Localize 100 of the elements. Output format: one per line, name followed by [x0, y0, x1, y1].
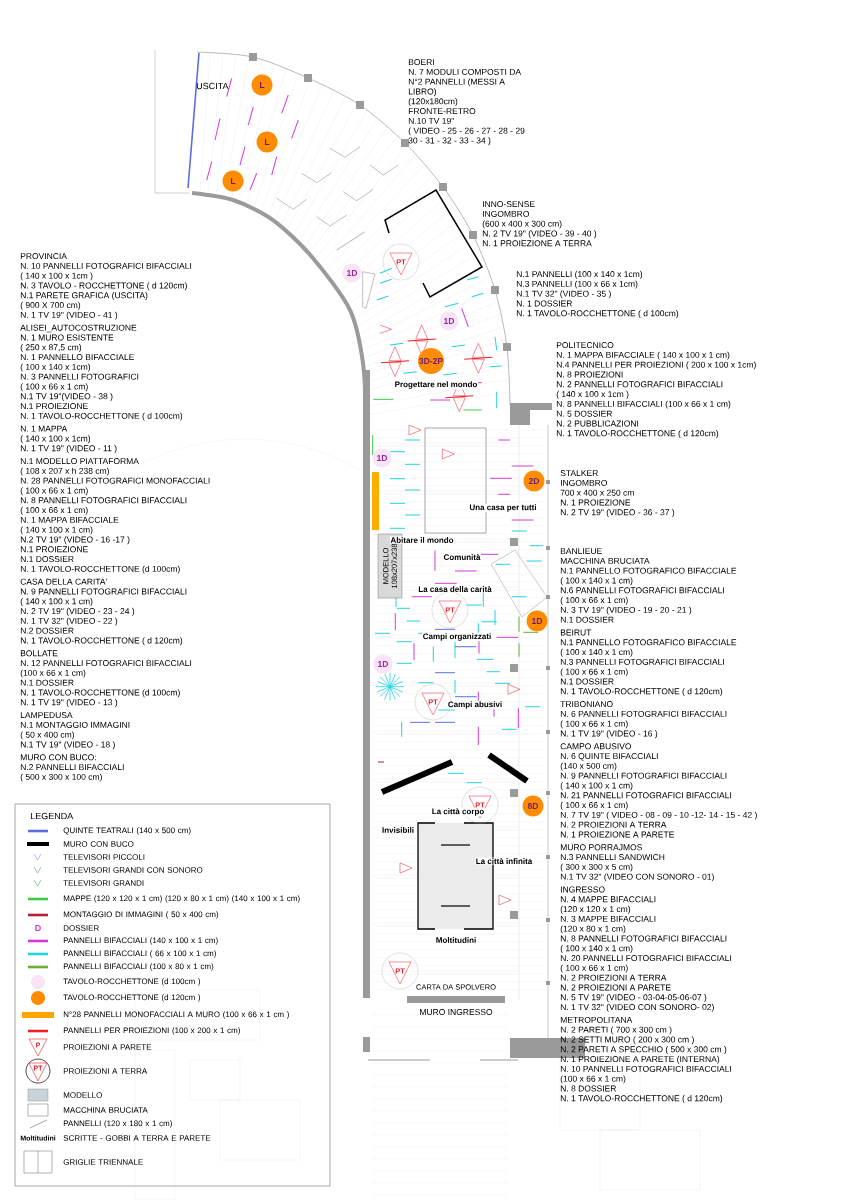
note-text: CAMPO ABUSIVO — [560, 743, 632, 750]
legend-text: MODELLO — [63, 1092, 102, 1098]
note-text: N.2 DOSSIER — [20, 627, 74, 634]
note-text: N.1 DOSSIER — [20, 556, 74, 563]
note-text: N. 5 TV 19" (VIDEO - 03-04-05-06-07 ) — [560, 994, 707, 1002]
legend-text: N°28 PANNELLI MONOFACCIALI A MURO (100 x 66 x 1 cm ) — [63, 1011, 289, 1019]
note-text: CASA DELLA CARITA' — [20, 578, 107, 585]
legend-text: PANNELLI (120 x 180 x 1 cm) — [63, 1120, 172, 1128]
legend-text: PANNELLI BIFACCIALI (140 x 100 x 1 cm) — [63, 937, 218, 945]
note-text: N.1 PROIEZIONE — [20, 546, 88, 553]
legend-text: PANNELLI BIFACCIALI (100 x 80 x 1 cm) — [63, 963, 214, 971]
note-text: N. 4 MAPPE BIFACCIALI — [560, 896, 656, 903]
note-text: N.1 PANNELLO FOTOGRAFICO BIFACCIALE — [560, 567, 737, 574]
note-text: LAMPEDUSA — [20, 712, 73, 719]
legend-text: MAPPE (120 x 120 x 1 cm) (120 x 80 x 1 cm) (140 x 100 x 1 cm) — [63, 895, 300, 903]
legend-text: TAVOLO-ROCCHETTONE (d 120cm ) — [63, 994, 201, 1002]
note-text: ( 108 x 207 x h 238 cm) — [20, 467, 109, 476]
room-label: Una casa per tutti — [468, 503, 538, 513]
note-text: ( 100 x 66 x 1 cm) — [560, 596, 628, 605]
note-text: N.1 DOSSIER — [20, 679, 74, 686]
note-text: ( 140 x 100 x 1 cm) — [560, 782, 633, 791]
note-text: ( VIDEO - 25 - 26 - 27 - 28 - 29 — [408, 127, 525, 136]
legend-text: MURO CON BUCO — [63, 841, 134, 847]
note-text: ( 100 x 66 x 1 cm) — [20, 487, 88, 496]
note-text: N.2 PANNELLI BIFACCIALI — [20, 764, 124, 771]
note-text: BEIRUT — [560, 629, 592, 636]
note-text: N. 1 TV 32" (VIDEO CON SONORO- 02) — [560, 1003, 714, 1012]
note-text: N. 1 TAVOLO-ROCCHETTONE ( d 120cm) — [560, 688, 723, 696]
note-text: ( 100 x 140 x 1cm) — [20, 363, 91, 372]
note-text: N. 3 MAPPE BIFACCIALI — [560, 915, 656, 922]
note-text: N.10 TV 19" — [408, 117, 454, 124]
legend-text: TAVOLO-ROCCHETTONE (d 100cm ) — [63, 978, 201, 986]
note-text: N.1 MONTAGGIO IMMAGINI — [20, 721, 130, 728]
note-text: INNO-SENSE — [483, 201, 535, 208]
note-text: N. 1 TAVOLO-ROCCHETTONE (d 100cm) — [20, 689, 180, 698]
note-text: ( 100 x 66 x 1 cm) — [20, 506, 88, 515]
note-text: BANLIEUE — [560, 548, 602, 555]
note-text: N. 6 PANNELLI FOTOGRAFICI BIFACCIALI — [560, 710, 727, 717]
note-text: INGOMBRO — [561, 479, 607, 486]
note-text: (120x180cm) — [408, 98, 458, 106]
note-text: (100 x 66 x 1 cm) — [560, 1075, 626, 1084]
note-text: N.1 DOSSIER — [560, 616, 614, 623]
note-text: N. 2 PARETI ( 700 x 300 cm ) — [560, 1026, 672, 1035]
note-text: N. 5 DOSSIER — [556, 410, 612, 417]
note-text: ( 100 x 140 x 1 cm) — [560, 648, 633, 657]
note-text: ( 140 x 100 x 1cm) — [20, 435, 91, 444]
note-text: N.3 PANNELLI FOTOGRAFICI BIFACCIALI — [560, 658, 724, 665]
note-text: ( 100 x 66 x 1 cm) — [560, 801, 628, 810]
note-text: METROPOLITANA — [560, 1016, 633, 1023]
note-text: ( 100 x 66 x 1 cm) — [560, 964, 628, 973]
note-text: N.1 MODELLO PIATTAFORMA — [20, 458, 139, 465]
note-text: N. 2 PROIEZIONI A TERRA — [560, 821, 667, 828]
note-text: N.2 TV 19" (VIDEO - 16 -17 ) — [20, 536, 130, 545]
note-text: N. 1 MAPPA BIFACCIALE ( 140 x 100 x 1 cm) — [556, 351, 730, 360]
note-text: N.1 PANNELLI (100 x 140 x 1cm) — [516, 270, 643, 279]
note-text: 30 - 31 - 32 - 33 - 34 ) — [408, 137, 491, 146]
note-text: MURO CON BUCO: — [20, 754, 96, 761]
room-label: Campi abusivi — [447, 700, 503, 710]
note-text: N. 7 MODULI COMPOSTI DA — [408, 68, 522, 75]
note-text: N. 8 PROIEZIONI — [556, 371, 623, 378]
note-text: (120 x 80 x 1 cm) — [560, 925, 626, 934]
note-text: N.1 TV 19"(VIDEO - 38 ) — [20, 393, 113, 401]
note-text: N. 2 TV 19" (VIDEO - 39 - 40 ) — [482, 230, 597, 239]
legend-text: TELEVISORI GRANDI CON SONORO — [63, 867, 203, 873]
note-text: N.1 PANNELLO FOTOGRAFICO BIFACCIALE — [560, 639, 737, 646]
note-text: ( 900 X 700 cm) — [20, 301, 81, 310]
legend-text: TELEVISORI PICCOLI — [63, 854, 145, 860]
note-text: N. 1 DOSSIER — [516, 300, 572, 307]
note-text: N. 2 TV 19" (VIDEO - 36 - 37 ) — [560, 509, 675, 517]
note-text: N. 3 TAVOLO - ROCCHETTONE ( d 120cm) — [20, 282, 187, 291]
note-text: N. 20 PANNELLI FOTOGRAFICI BIFACCIALI — [560, 955, 732, 962]
note-text: N. 1 TV 19" (VIDEO - 11 ) — [20, 445, 117, 453]
note-text: ( 500 x 300 x 100 cm) — [20, 773, 102, 782]
note-text: N. 1 TAVOLO-ROCCHETTONE ( d 120cm) — [560, 1095, 723, 1103]
note-text: N. 2 PROIEZIONI A TERRA — [560, 974, 667, 981]
note-text: BOERI — [408, 59, 434, 66]
note-text: N. 1 TAVOLO-ROCCHETTONE ( d 120cm) — [20, 637, 183, 646]
note-text: N. 2 PROIEZIONI A PARETE — [560, 984, 671, 991]
note-text: N. 1 MAPPA — [20, 425, 68, 432]
note-text: ( 250 x 87,5 cm) — [20, 344, 82, 352]
note-text: BOLLATE — [20, 650, 58, 657]
note-text: N. 1 PANNELLO BIFACCIALE — [20, 354, 134, 361]
legend-title: LEGENDA — [30, 812, 74, 820]
legend-text: TELEVISORI GRANDI — [63, 880, 144, 886]
note-text: N. 8 PANNELLI FOTOGRAFICI BIFACCIALI — [560, 935, 727, 942]
note-text: ( 100 x 66 x 1 cm) — [560, 668, 628, 677]
note-text: N. 8 PANNELLI FOTOGRAFICI BIFACCIALI — [20, 497, 187, 504]
note-text: N. 2 PUBBLICAZIONI — [556, 420, 639, 427]
note-text: PROVINCIA — [20, 253, 67, 260]
note-text: N.1 PROIEZIONE — [20, 403, 88, 410]
note-text: (120 x 120 x 1 cm) — [560, 905, 631, 914]
note-text: ALISEI_AUTOCOSTRUZIONE — [20, 324, 137, 333]
legend-text: GRIGLIE TRIENNALE — [63, 1159, 143, 1165]
note-text: N. 2 TV 19" (VIDEO - 23 - 24 ) — [20, 607, 135, 616]
note-text: ( 100 x 66 x 1 cm) — [560, 720, 628, 729]
room-label: Invisibili — [381, 826, 415, 834]
note-text: (600 x 400 x 300 cm) — [482, 220, 562, 229]
note-text: N. 1 TAVOLO-ROCCHETTONE ( d 100cm) — [20, 412, 183, 421]
note-text: INGRESSO — [561, 886, 605, 893]
note-text: N.3 PANNELLI SANDWICH — [560, 854, 665, 861]
